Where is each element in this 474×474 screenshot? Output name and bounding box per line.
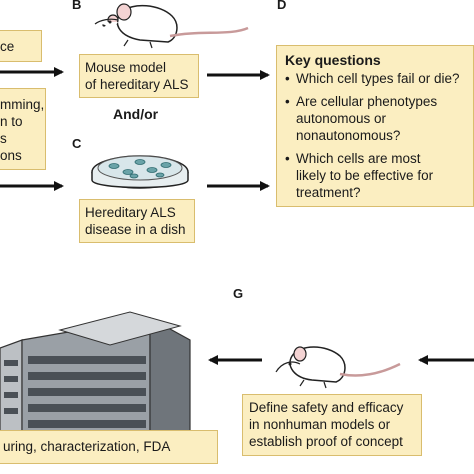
- panel-b-box: [79, 54, 199, 98]
- panel-c-line-1: Hereditary ALS: [85, 205, 176, 220]
- bottom-left-partial-box: [0, 430, 218, 464]
- mouse-icon: [94, 3, 249, 49]
- key-questions-title: Key questions: [285, 52, 381, 68]
- left-partial-line-3: s: [0, 131, 7, 146]
- petri-dish-icon: [91, 155, 189, 189]
- bullet-3-line-2: likely to be effective for: [296, 168, 434, 183]
- panel-letter-c: C: [72, 136, 82, 151]
- left-partial-line-1: mming,: [0, 97, 45, 112]
- left-partial-line-2: n to: [0, 114, 23, 129]
- and-or-connector: And/or: [113, 106, 159, 122]
- panel-b-line-2: of hereditary ALS: [85, 77, 189, 92]
- panel-letter-b: B: [72, 0, 82, 12]
- factory-building-icon: [0, 311, 191, 453]
- bullet-2-line-2: autonomous or: [296, 111, 387, 126]
- panel-letter-d: D: [277, 0, 287, 12]
- bullet-3-line-1: Which cells are most: [296, 151, 421, 166]
- left-partial-box-mid: [0, 88, 46, 170]
- panel-g-line-3: establish proof of concept: [249, 434, 403, 449]
- left-partial-box-top: [0, 30, 42, 62]
- panel-c-line-2: disease in a dish: [85, 222, 186, 237]
- panel-g-line-2: in nonhuman models or: [249, 417, 391, 432]
- panel-d-box: [276, 45, 474, 207]
- mouse-icon-g: [275, 346, 401, 389]
- bullet-2-line-3: nonautonomous?: [296, 128, 401, 143]
- panel-g-line-1: Define safety and efficacy: [249, 400, 404, 415]
- panel-g-box: [242, 394, 422, 456]
- bullet-3-line-3: treatment?: [296, 185, 361, 200]
- bullet-1-line-1: Which cell types fail or die?: [296, 71, 460, 86]
- panel-c-box: [79, 199, 195, 243]
- bottom-left-partial-text: uring, characterization, FDA: [3, 439, 171, 454]
- panel-b-line-1: Mouse model: [85, 60, 167, 75]
- bullet-3-dot: •: [285, 151, 290, 166]
- bullet-1-dot: •: [285, 71, 290, 86]
- left-partial-box-top-text: ce: [0, 39, 15, 54]
- panel-letter-g: G: [233, 286, 244, 301]
- left-partial-line-4: ons: [0, 148, 22, 163]
- bullet-2-dot: •: [285, 94, 290, 109]
- bullet-2-line-1: Are cellular phenotypes: [296, 94, 438, 109]
